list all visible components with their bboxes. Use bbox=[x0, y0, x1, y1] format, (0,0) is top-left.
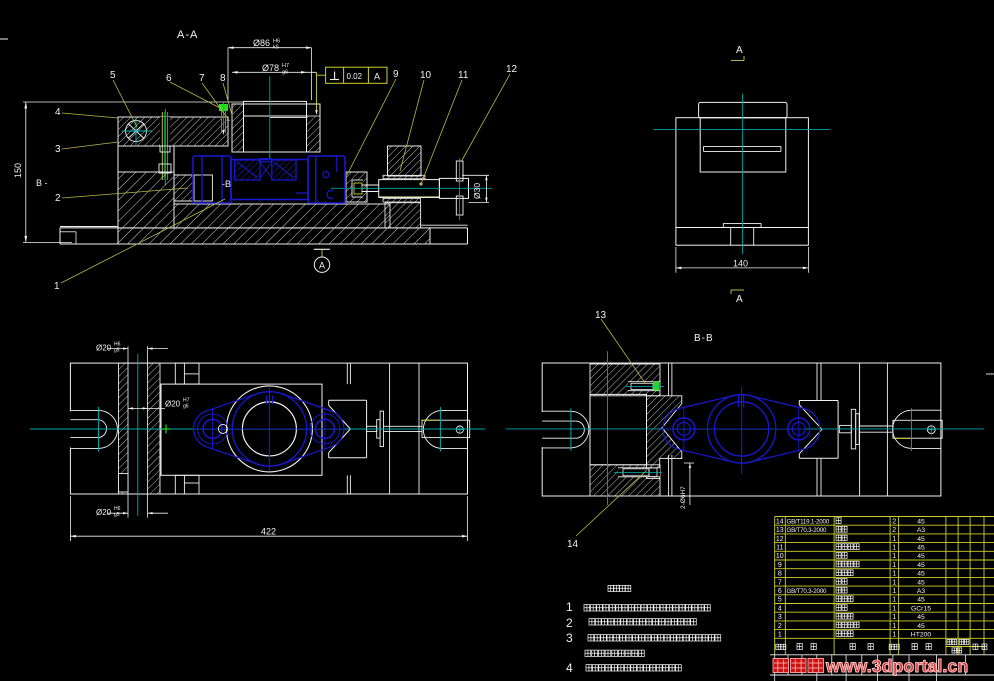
svg-text:0.02: 0.02 bbox=[347, 72, 363, 81]
svg-text:10: 10 bbox=[420, 70, 432, 81]
svg-text:H6: H6 bbox=[114, 342, 121, 348]
svg-text:k5: k5 bbox=[273, 45, 279, 51]
svg-text:g6: g6 bbox=[183, 404, 189, 410]
svg-text:A3: A3 bbox=[917, 588, 926, 595]
svg-text:14: 14 bbox=[776, 518, 784, 525]
svg-text:4: 4 bbox=[55, 107, 61, 118]
svg-text:H7: H7 bbox=[282, 63, 289, 69]
svg-text:2: 2 bbox=[892, 527, 896, 534]
svg-text:HT200: HT200 bbox=[911, 632, 932, 639]
svg-text:1: 1 bbox=[566, 600, 573, 614]
svg-text:2: 2 bbox=[55, 193, 61, 204]
svg-text:A: A bbox=[736, 294, 743, 305]
svg-text:13: 13 bbox=[595, 310, 607, 321]
svg-text:7: 7 bbox=[778, 579, 782, 586]
svg-text:A: A bbox=[374, 72, 380, 82]
svg-text:1: 1 bbox=[892, 632, 896, 639]
svg-text:H6: H6 bbox=[114, 506, 121, 512]
svg-text:A-A: A-A bbox=[177, 29, 198, 41]
svg-text:11: 11 bbox=[458, 70, 469, 81]
svg-text:13: 13 bbox=[776, 527, 784, 534]
svg-text:4: 4 bbox=[778, 605, 782, 612]
svg-text:Ø20: Ø20 bbox=[96, 508, 112, 517]
svg-text:45: 45 bbox=[917, 536, 925, 543]
svg-text:H7: H7 bbox=[183, 398, 190, 404]
svg-text:1: 1 bbox=[892, 571, 896, 578]
svg-text:45: 45 bbox=[917, 623, 925, 630]
svg-text:45: 45 bbox=[917, 579, 925, 586]
svg-text:GCr15: GCr15 bbox=[911, 605, 931, 612]
svg-text:14: 14 bbox=[567, 539, 579, 550]
svg-text:140: 140 bbox=[733, 259, 748, 269]
svg-text:12: 12 bbox=[506, 64, 518, 75]
svg-text:www.3dportal.cn: www.3dportal.cn bbox=[825, 656, 968, 676]
svg-text:6: 6 bbox=[166, 73, 172, 84]
svg-text:45: 45 bbox=[917, 571, 925, 578]
svg-text:2: 2 bbox=[566, 616, 573, 630]
svg-text:7: 7 bbox=[199, 73, 205, 84]
svg-text:8: 8 bbox=[220, 73, 226, 84]
svg-text:1: 1 bbox=[54, 281, 60, 292]
svg-text:B -: B - bbox=[36, 178, 48, 188]
svg-text:45: 45 bbox=[917, 614, 925, 621]
svg-text:Ø30: Ø30 bbox=[472, 183, 482, 199]
svg-text:3: 3 bbox=[55, 144, 61, 155]
svg-text:1: 1 bbox=[892, 588, 896, 595]
svg-text:45: 45 bbox=[917, 597, 925, 604]
svg-text:Ø20: Ø20 bbox=[165, 400, 181, 409]
svg-text:4: 4 bbox=[566, 661, 573, 675]
svg-text:B-B: B-B bbox=[694, 333, 714, 344]
svg-text:GB/T70.3-2000: GB/T70.3-2000 bbox=[787, 527, 827, 534]
svg-text:1: 1 bbox=[892, 553, 896, 560]
svg-text:45: 45 bbox=[917, 518, 925, 525]
svg-text:Ø86: Ø86 bbox=[253, 38, 270, 48]
svg-text:GB/T119.1-2000: GB/T119.1-2000 bbox=[787, 518, 830, 525]
svg-text:5: 5 bbox=[110, 70, 116, 81]
svg-text:11: 11 bbox=[776, 545, 783, 552]
svg-text:Ø78: Ø78 bbox=[262, 63, 279, 73]
svg-text:9: 9 bbox=[778, 562, 782, 569]
svg-text:A: A bbox=[319, 261, 325, 271]
svg-text:3: 3 bbox=[566, 631, 573, 645]
svg-text:1: 1 bbox=[892, 614, 896, 621]
svg-text:g5: g5 bbox=[114, 512, 120, 518]
svg-text:-B: -B bbox=[222, 179, 231, 189]
svg-text:A3: A3 bbox=[917, 527, 926, 534]
svg-text:A: A bbox=[736, 45, 743, 56]
svg-text:H6: H6 bbox=[273, 39, 280, 45]
svg-text:1: 1 bbox=[892, 536, 896, 543]
svg-text:10: 10 bbox=[776, 553, 784, 560]
svg-text:1: 1 bbox=[778, 632, 782, 639]
svg-text:5: 5 bbox=[778, 597, 782, 604]
svg-text:GB/T70.3-2000: GB/T70.3-2000 bbox=[787, 588, 827, 595]
svg-text:2-Ø6H7: 2-Ø6H7 bbox=[680, 486, 687, 509]
svg-text:Ø20: Ø20 bbox=[96, 344, 112, 353]
svg-text:1: 1 bbox=[892, 623, 896, 630]
svg-text:1: 1 bbox=[892, 597, 896, 604]
svg-text:3: 3 bbox=[778, 614, 782, 621]
svg-text:1: 1 bbox=[892, 562, 896, 569]
svg-text:2: 2 bbox=[892, 518, 896, 525]
svg-text:1: 1 bbox=[892, 579, 896, 586]
svg-text:8: 8 bbox=[778, 571, 782, 578]
svg-text:2: 2 bbox=[778, 623, 782, 630]
svg-text:150: 150 bbox=[13, 163, 23, 178]
svg-text:1: 1 bbox=[892, 605, 896, 612]
svg-text:g5: g5 bbox=[114, 348, 120, 354]
svg-text:12: 12 bbox=[776, 536, 784, 543]
svg-text:9: 9 bbox=[393, 69, 399, 80]
svg-text:45: 45 bbox=[917, 545, 925, 552]
svg-text:6: 6 bbox=[778, 588, 782, 595]
svg-text:45: 45 bbox=[917, 562, 925, 569]
svg-text:g6: g6 bbox=[282, 70, 288, 76]
svg-text:45: 45 bbox=[917, 553, 925, 560]
svg-text:422: 422 bbox=[261, 527, 276, 537]
svg-text:1: 1 bbox=[892, 545, 896, 552]
